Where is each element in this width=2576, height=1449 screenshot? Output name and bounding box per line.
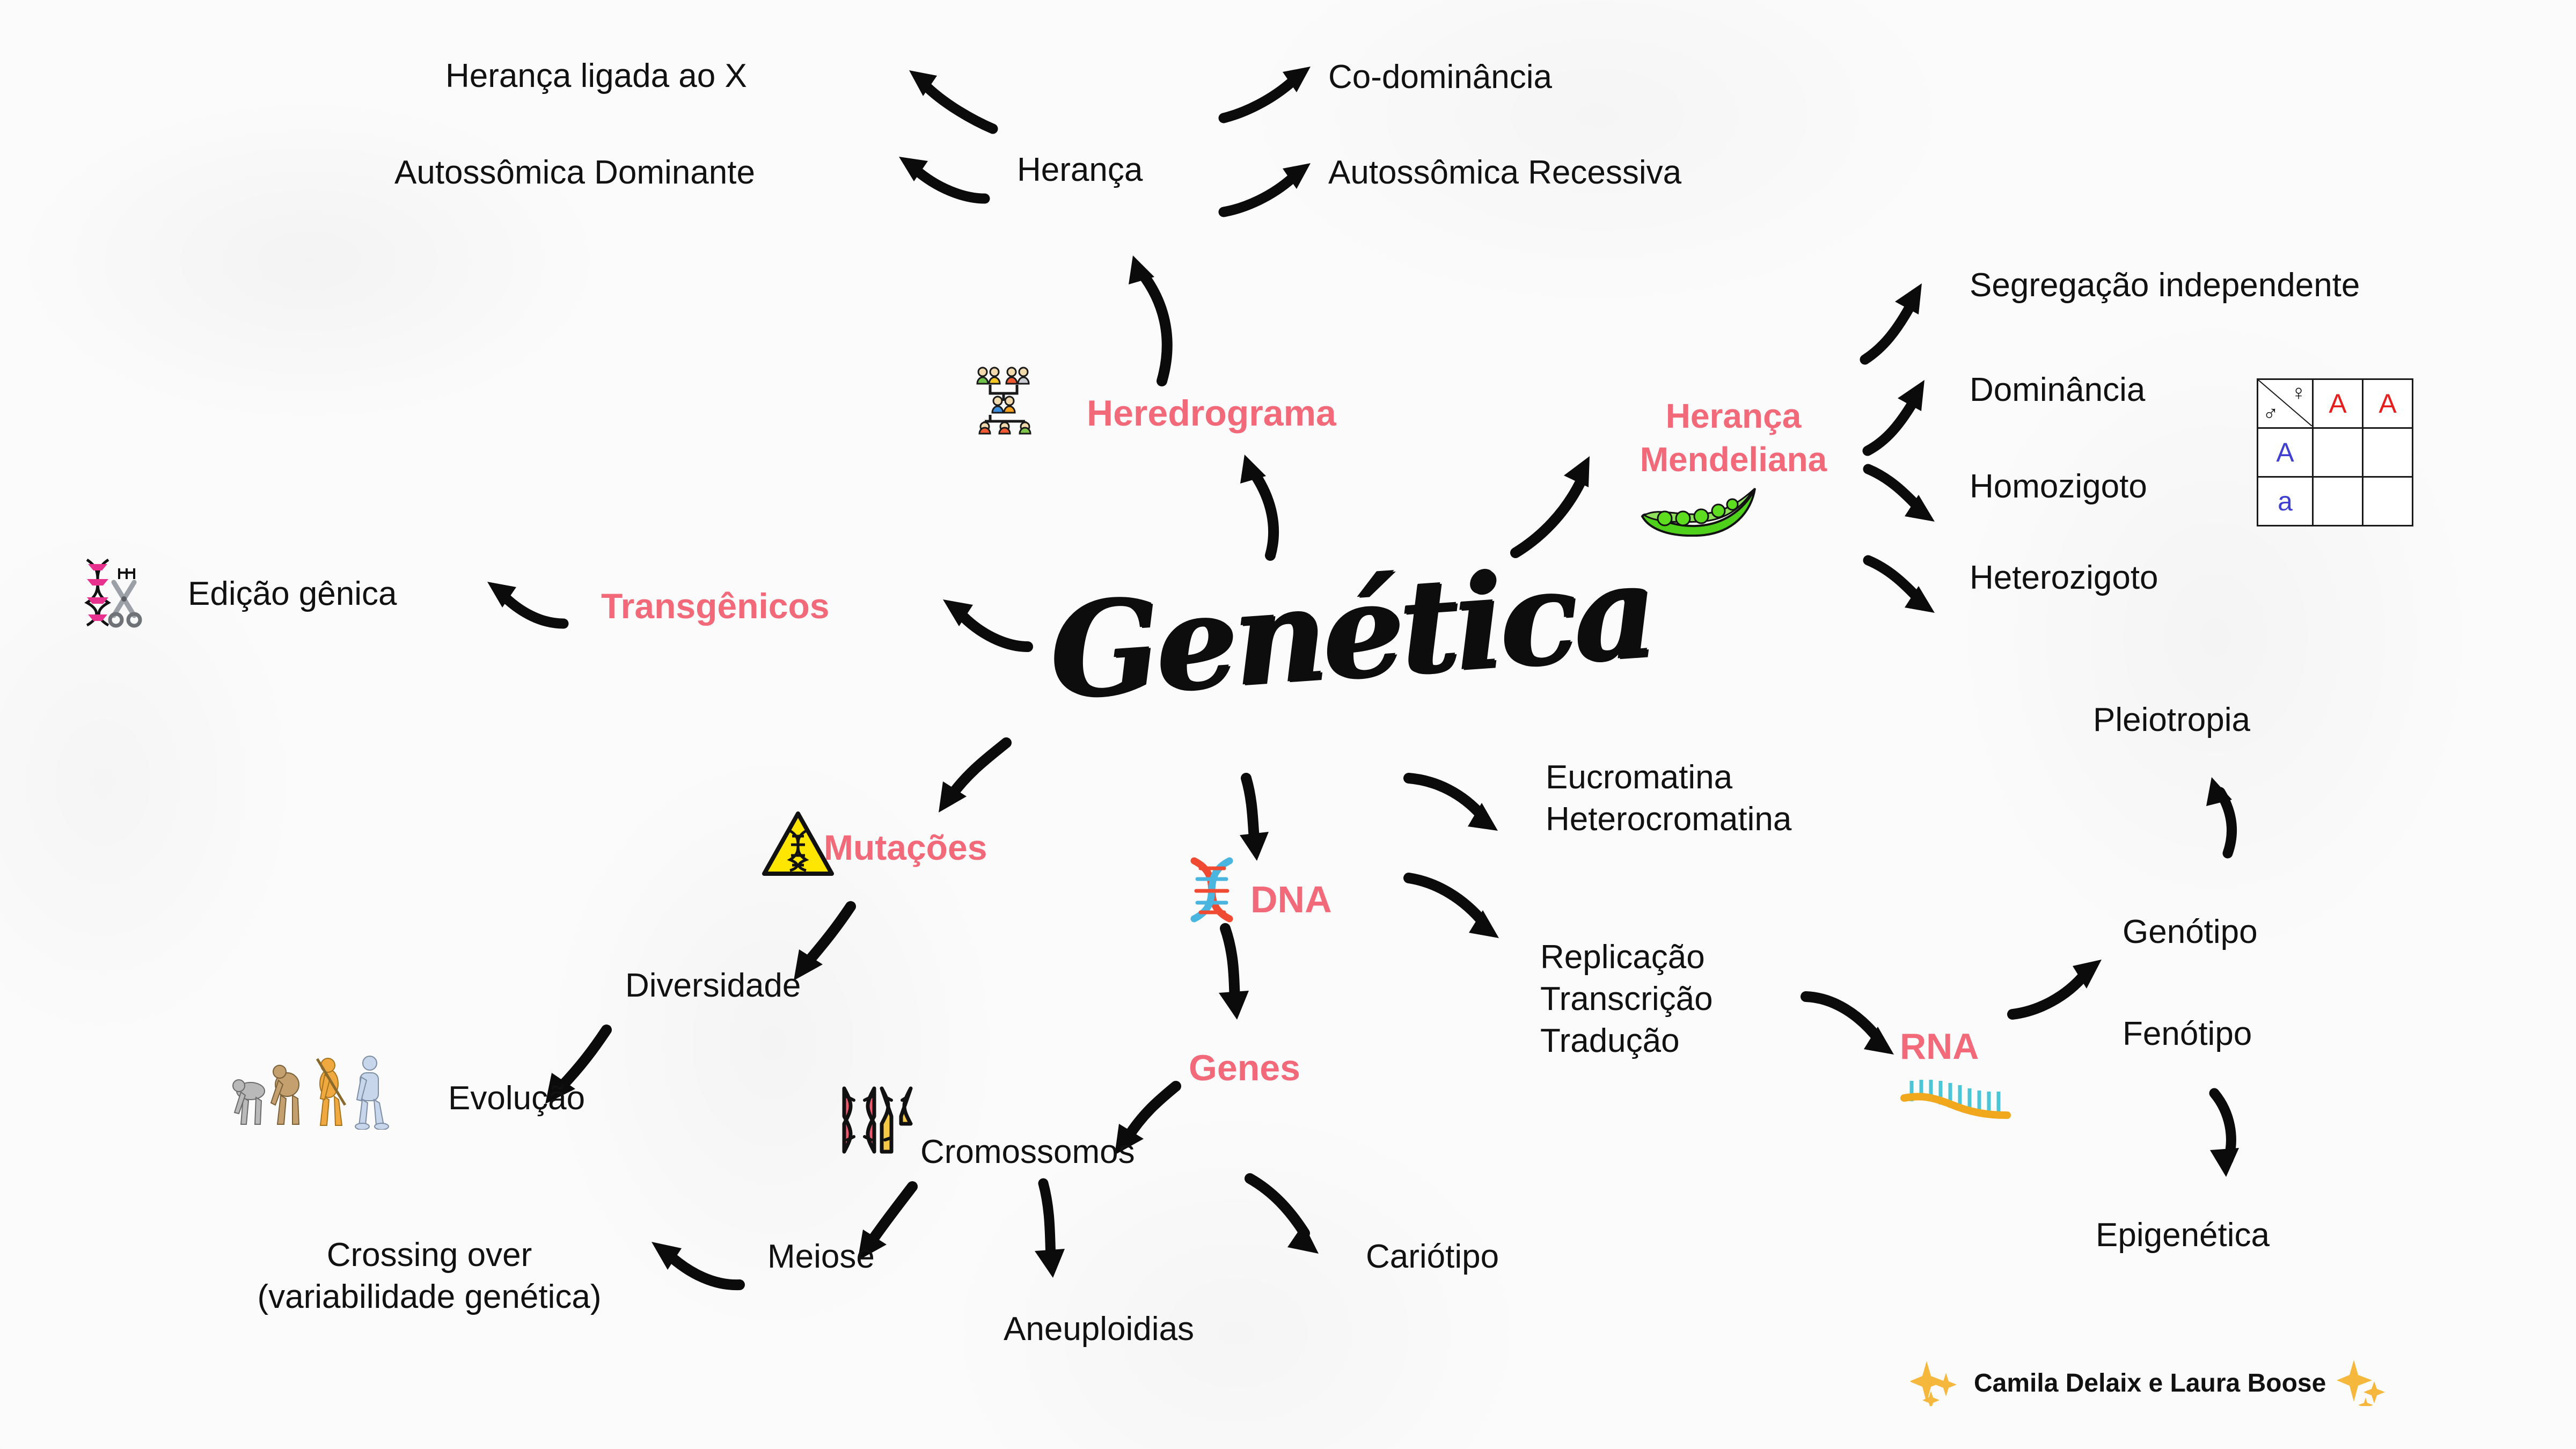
- sparkles-icon-left: [1909, 1358, 1964, 1409]
- punnett-row-1: A: [2257, 427, 2413, 478]
- node-epigenetica: Epigenética: [2096, 1217, 2270, 1254]
- punnett-cell-1-1: [2312, 427, 2363, 478]
- central-dogma-group: Replicação Transcrição Tradução: [1540, 936, 1713, 1062]
- node-autossomica-dominante: Autossômica Dominante: [394, 154, 755, 191]
- punnett-row-allele-1: A: [2257, 427, 2314, 478]
- node-genes: Genes: [1189, 1048, 1300, 1088]
- node-heranca-mendeliana: Herança Mendeliana: [1607, 394, 1860, 481]
- node-autossomica-recessiva: Autossômica Recessiva: [1328, 154, 1682, 191]
- node-evolucao: Evolução: [448, 1080, 586, 1117]
- arrow-genetica-to-transgenicos: [936, 593, 1033, 657]
- sparkles-icon-right: [2336, 1358, 2389, 1413]
- punnett-cell-2-1: [2312, 476, 2363, 526]
- dna-scissors-icon: [75, 555, 145, 628]
- node-pleiotropia: Pleiotropia: [2093, 701, 2250, 738]
- node-diversidade: Diversidade: [625, 967, 801, 1004]
- punnett-header-row: ♀ ♂ A A: [2257, 378, 2413, 429]
- node-heranca-ligada-ao-x: Herança ligada ao X: [445, 57, 747, 94]
- node-transgenicos: Transgênicos: [601, 586, 830, 626]
- arrow-genetica-to-mutacoes: [926, 735, 1017, 816]
- node-heranca-hub: Herança: [1017, 151, 1143, 188]
- node-eucromatina: Eucromatina: [1546, 759, 1733, 796]
- node-crossing-over: Crossing over: [326, 1236, 532, 1274]
- node-crossing-over-subtitle: (variabilidade genética): [257, 1278, 602, 1316]
- arrow-mendeliana-to-homozigoto: [1860, 462, 1951, 531]
- node-rna: RNA: [1900, 1026, 1979, 1067]
- dna-helix-icon: [1178, 853, 1245, 926]
- heranca-mendeliana-line1: Herança: [1665, 397, 1802, 435]
- node-cariotipo: Cariótipo: [1366, 1238, 1499, 1275]
- male-symbol-icon: ♂: [2263, 402, 2279, 426]
- arrow-genetica-to-dogma-central: [1403, 869, 1505, 945]
- arrow-cromossomos-to-aneuploidias: [1020, 1178, 1084, 1283]
- arrow-genotipo-to-pleiotropia: [2192, 773, 2257, 859]
- arrow-meiose-to-crossing-over: [644, 1234, 746, 1299]
- arrow-mutacoes-to-diversidade: [781, 899, 861, 985]
- node-dna: DNA: [1250, 879, 1332, 920]
- arrow-fenotipo-to-epigenetica: [2195, 1087, 2265, 1181]
- human-evolution-icon: [228, 1049, 416, 1130]
- arrow-rna-to-genotipo: [2007, 955, 2109, 1025]
- arrow-diversidade-to-evolucao: [531, 1022, 617, 1108]
- arrow-dogma-to-rna: [1801, 985, 1902, 1060]
- node-cromossomos: Cromossomos: [920, 1133, 1135, 1170]
- arrow-mendeliana-to-dominancia: [1857, 376, 1948, 456]
- family-pedigree-icon: [974, 362, 1044, 435]
- punnett-row-2: a: [2257, 476, 2413, 526]
- arrow-dna-to-genes: [1199, 923, 1269, 1025]
- heranca-mendeliana-line2: Mendeliana: [1640, 440, 1827, 479]
- arrow-heranca-to-ligada-x: [902, 56, 998, 134]
- arrow-genetica-to-heranca-mendeliana: [1508, 445, 1605, 558]
- rna-strand-icon: [1900, 1073, 2012, 1122]
- node-aneuploidias: Aneuploidias: [1004, 1311, 1195, 1348]
- arrow-mendeliana-to-heterozigoto: [1860, 553, 1951, 623]
- arrow-genes-to-cromossomos: [1097, 1079, 1183, 1159]
- punnett-cell-2-2: [2362, 476, 2413, 526]
- credits-text: Camila Delaix e Laura Boose: [1974, 1369, 2326, 1397]
- node-heterocromatina: Heterocromatina: [1546, 801, 1792, 838]
- pea-pod-icon: [1637, 483, 1760, 537]
- dna-hazard-icon: [762, 810, 835, 877]
- node-mutacoes: Mutações: [824, 828, 987, 867]
- punnett-row-allele-2: a: [2257, 476, 2314, 526]
- node-transcricao: Transcrição: [1540, 980, 1713, 1018]
- chromatin-group: Eucromatina Heterocromatina: [1546, 757, 1791, 840]
- arrow-genetica-to-dna: [1224, 773, 1288, 864]
- node-segregacao-independente: Segregação independente: [1970, 267, 2360, 304]
- node-co-dominancia: Co-dominância: [1328, 58, 1552, 96]
- arrow-transgenicos-to-edicao-genica: [483, 574, 569, 633]
- node-dominancia: Dominância: [1970, 371, 2146, 408]
- node-traducao: Tradução: [1540, 1022, 1680, 1060]
- node-fenotipo: Fenótipo: [2123, 1015, 2252, 1052]
- node-genotipo: Genótipo: [2123, 913, 2258, 950]
- arrow-heranca-to-autossomica-recessiva: [1218, 150, 1320, 220]
- arrow-genetica-to-cromatina: [1403, 767, 1505, 837]
- page-title: Genética: [1044, 535, 1657, 728]
- node-heterozigoto: Heterozigoto: [1970, 559, 2158, 596]
- node-homozigoto: Homozigoto: [1970, 468, 2147, 505]
- node-edicao-genica: Edição gênica: [188, 575, 397, 612]
- punnett-cell-1-2: [2362, 427, 2413, 478]
- punnett-col-allele-2: A: [2362, 378, 2413, 429]
- punnett-square: ♀ ♂ A A A a: [2257, 378, 2413, 526]
- crossing-over-group: Crossing over (variabilidade genética): [193, 1234, 665, 1318]
- arrow-mendeliana-to-segregacao: [1854, 279, 1945, 365]
- node-replicacao: Replicação: [1540, 939, 1705, 976]
- credits: Camila Delaix e Laura Boose: [1909, 1358, 2389, 1413]
- node-meiose: Meiose: [767, 1238, 875, 1275]
- arrow-heredrograma-to-heranca: [1103, 247, 1183, 386]
- female-symbol-icon: ♀: [2290, 381, 2307, 405]
- xy-chromosome-icon: [835, 1084, 920, 1157]
- arrow-cromossomos-to-cariotipo: [1242, 1170, 1334, 1261]
- arrow-heranca-to-co-dominancia: [1218, 54, 1320, 123]
- punnett-corner-cell: ♀ ♂: [2257, 378, 2314, 429]
- arrow-genetica-to-heredrograma: [1226, 448, 1296, 561]
- arrow-cromossomos-to-meiose: [843, 1178, 923, 1267]
- punnett-col-allele-1: A: [2312, 378, 2363, 429]
- node-heredrograma: Heredrograma: [1087, 393, 1336, 434]
- arrow-heranca-to-autossomica-dominante: [888, 145, 990, 209]
